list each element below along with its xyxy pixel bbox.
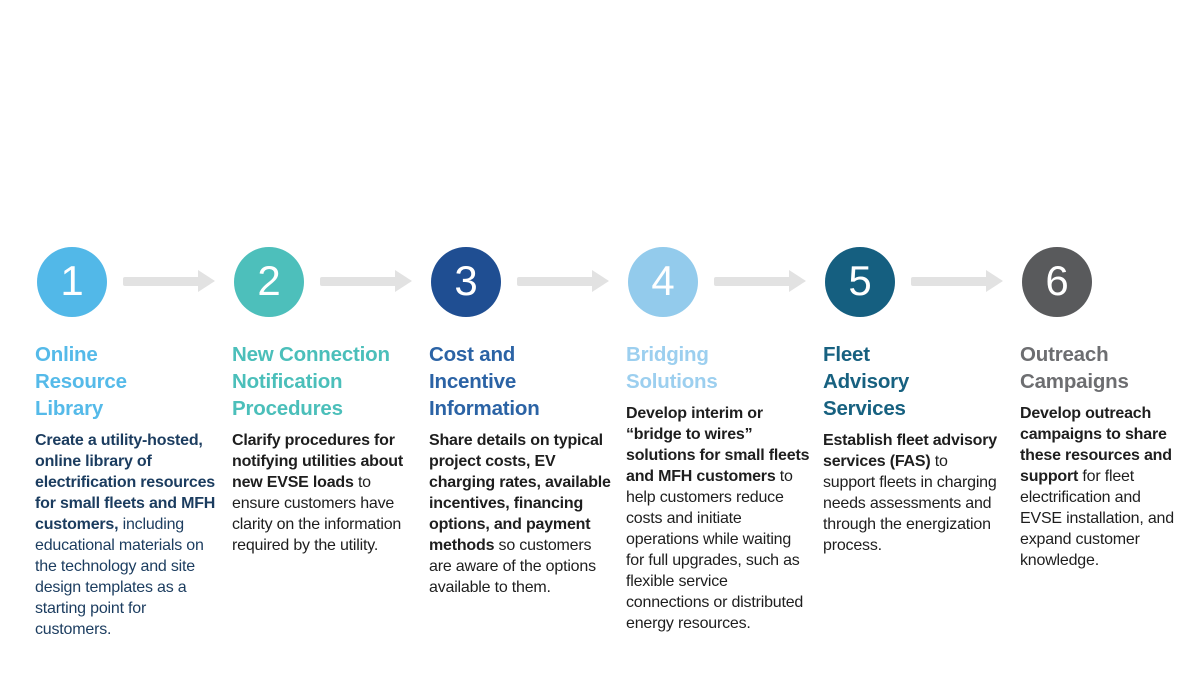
step-4-number: 4 [651, 256, 675, 304]
step-column-5: 5 Fleet Advisory Services Establish flee… [823, 247, 999, 556]
step-4-description-bold: Develop interim or “bridge to wires” sol… [626, 405, 810, 485]
step-6-description-bold: Develop outreach campaigns to share thes… [1020, 405, 1172, 485]
arrow-head [395, 270, 412, 292]
arrow-bar [320, 277, 397, 286]
step-2-description-regular: to ensure customers have clarity on the … [232, 474, 402, 554]
step-3-description: Share details on typical project costs, … [429, 430, 613, 598]
arrow-bar [123, 277, 200, 286]
step-4-description-regular: to help customers reduce costs and initi… [626, 468, 804, 632]
step-column-4: 4 Bridging Solutions Develop interim or … [626, 247, 812, 634]
step-1-number: 1 [60, 256, 84, 304]
step-5-heading: Fleet Advisory Services [823, 343, 910, 420]
step-6-heading: Outreach Campaigns [1020, 343, 1129, 393]
step-6-circle: 6 [1022, 247, 1092, 317]
step-5-description: Establish fleet advisory services (FAS) … [823, 430, 999, 556]
step-3-description-bold: Share details on typical project costs, … [429, 432, 611, 554]
arrow-head [789, 270, 806, 292]
arrow-right-icon [714, 270, 806, 292]
step-1-description: Create a utility-hosted, online library … [35, 430, 219, 640]
step-5-number: 5 [848, 256, 872, 304]
step-4-circle: 4 [628, 247, 698, 317]
step-column-3: 3 Cost and Incentive Information Share d… [429, 247, 613, 598]
step-2-description-bold: Clarify procedures for notifying utiliti… [232, 432, 403, 491]
arrow-bar [714, 277, 791, 286]
arrow-head [986, 270, 1003, 292]
arrow-bar [911, 277, 988, 286]
step-6-description-regular: for fleet electrification and EVSE insta… [1020, 468, 1174, 569]
step-column-6: 6 Outreach Campaigns Develop outreach ca… [1020, 247, 1185, 571]
step-3-description-regular: so customers are aware of the options av… [429, 537, 596, 596]
step-2-circle: 2 [234, 247, 304, 317]
arrow-right-icon [320, 270, 412, 292]
step-1-circle: 1 [37, 247, 107, 317]
step-5-description-bold: Establish fleet advisory services (FAS) [823, 432, 997, 470]
step-5-circle: 5 [825, 247, 895, 317]
arrow-right-icon [911, 270, 1003, 292]
step-3-number: 3 [454, 256, 478, 304]
step-4-heading: Bridging Solutions [626, 343, 718, 393]
step-1-heading: Online Resource Library [35, 343, 127, 420]
step-4-description: Develop interim or “bridge to wires” sol… [626, 403, 812, 634]
step-2-number: 2 [257, 256, 281, 304]
step-6-number: 6 [1045, 256, 1069, 304]
step-6-description: Develop outreach campaigns to share thes… [1020, 403, 1185, 571]
step-2-heading: New Connection Notification Procedures [232, 343, 390, 420]
step-3-heading: Cost and Incentive Information [429, 343, 540, 420]
step-column-2: 2 New Connection Notification Procedures… [232, 247, 416, 556]
step-1-description-regular: including educational materials on the t… [35, 516, 204, 638]
arrow-right-icon [517, 270, 609, 292]
arrow-head [592, 270, 609, 292]
arrow-right-icon [123, 270, 215, 292]
arrow-bar [517, 277, 594, 286]
step-5-description-regular: to support fleets in charging needs asse… [823, 453, 997, 554]
arrow-head [198, 270, 215, 292]
step-2-description: Clarify procedures for notifying utiliti… [232, 430, 416, 556]
step-3-circle: 3 [431, 247, 501, 317]
step-1-description-bold: Create a utility-hosted, online library … [35, 432, 216, 533]
step-column-1: 1 Online Resource Library Create a utili… [35, 247, 219, 640]
